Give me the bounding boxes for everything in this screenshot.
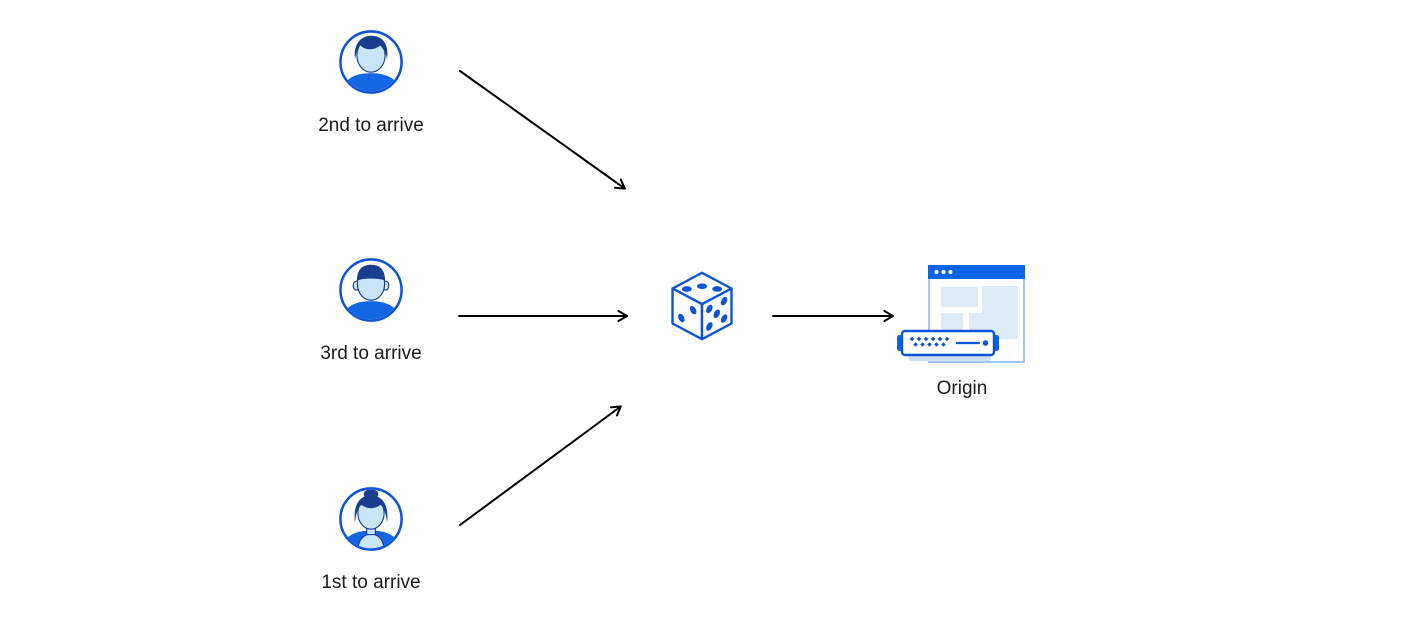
client-label: 3rd to arrive	[320, 343, 422, 364]
dice-icon	[671, 271, 733, 341]
origin-node: Origin	[897, 263, 1027, 400]
avatar-man-crew-cut-icon	[339, 258, 403, 322]
client-node-2nd: 2nd to arrive	[296, 29, 446, 137]
arrow-client-1st-to-dice	[459, 405, 622, 526]
client-node-1st: 1st to arrive	[296, 486, 446, 594]
origin-server-browser-icon	[897, 265, 1025, 363]
arrow-client-2nd-to-dice	[459, 70, 626, 190]
client-label: 2nd to arrive	[318, 115, 424, 136]
dice-node	[667, 269, 737, 343]
avatar-woman-hair-bun-icon	[339, 487, 403, 551]
avatar-man-swoop-hair-icon	[339, 30, 403, 94]
client-label: 1st to arrive	[321, 572, 421, 593]
origin-label: Origin	[936, 378, 988, 399]
client-node-3rd: 3rd to arrive	[296, 257, 446, 365]
